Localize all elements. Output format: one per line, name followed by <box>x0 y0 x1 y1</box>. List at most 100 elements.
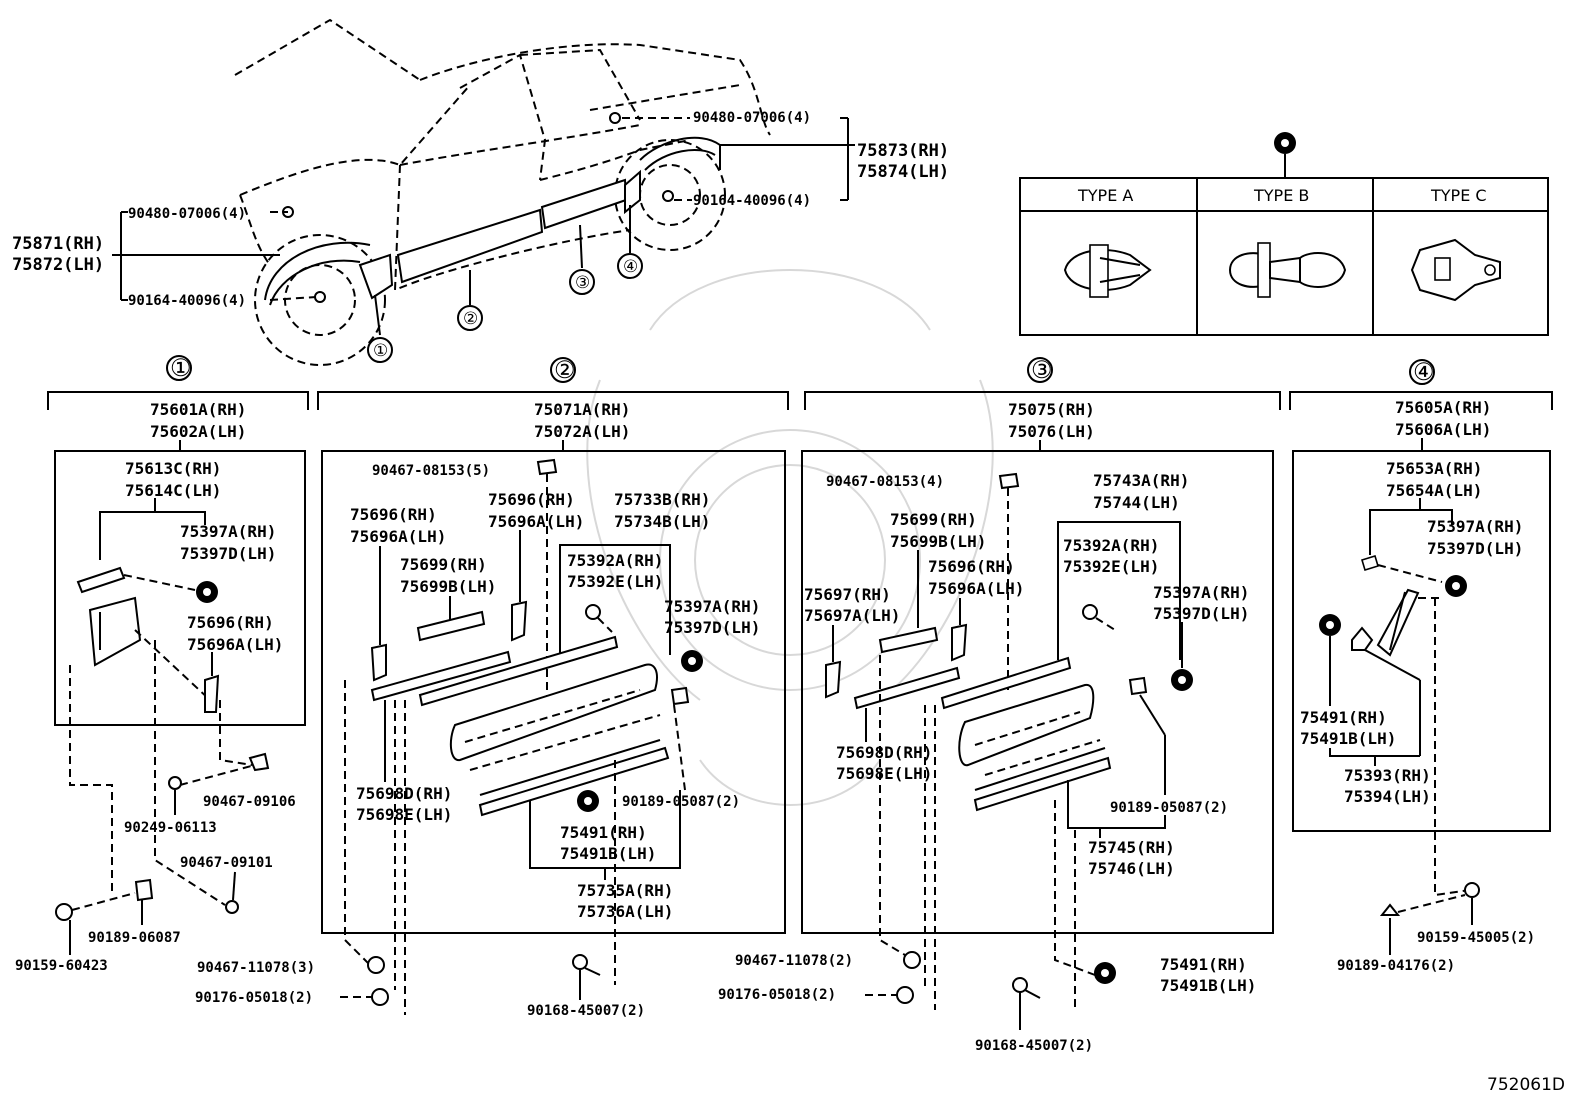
s3-f3: 90168-45007(2) <box>975 1038 1093 1054</box>
s2-clip3-rh: 75397A(RH) <box>664 597 760 616</box>
s3-mold-lh: 75698E(LH) <box>836 764 932 783</box>
section-1-marker: ① <box>170 354 192 382</box>
rear-liner-rh-label: 75873(RH) <box>857 141 949 161</box>
s1-clip-rh: 75397A(RH) <box>180 522 276 541</box>
s4-pad-lh: 75394(LH) <box>1344 787 1431 806</box>
s3-pad-lh: 75696A(LH) <box>928 579 1024 598</box>
s3-lower-lh: 75746(LH) <box>1088 859 1175 878</box>
front-liner-screw-label: 90164-40096(4) <box>128 293 246 309</box>
type-table: TYPE A TYPE B TYPE C <box>1019 132 1549 336</box>
s3-clip2-lh: 75392E(LH) <box>1063 557 1159 576</box>
s2-tape-rh: 75699(RH) <box>400 555 487 574</box>
s1-pad-lh: 75696A(LH) <box>187 635 283 654</box>
type-b-clip-drawing <box>1228 242 1347 298</box>
s3-head-lh: 75076(LH) <box>1008 422 1095 441</box>
callout-3: ③ <box>575 273 590 293</box>
s2-head-rh: 75071A(RH) <box>534 400 630 419</box>
s2-lower-rh: 75735A(RH) <box>577 881 673 900</box>
s2-mold-lh: 75698E(LH) <box>356 805 452 824</box>
s4-pad-rh: 75393(RH) <box>1344 766 1431 785</box>
front-liner-lh-label: 75872(LH) <box>12 255 104 275</box>
s3-clip2-rh: 75392A(RH) <box>1063 536 1159 555</box>
type-c-header: TYPE C <box>1430 186 1487 205</box>
type-a-header: TYPE A <box>1077 186 1133 205</box>
s3-mold-rh: 75698D(RH) <box>836 743 932 762</box>
s2-clip2-rh: 75392A(RH) <box>567 551 663 570</box>
s3-clip4-lh: 75491B(LH) <box>1160 976 1256 995</box>
s1-clip-lh: 75397D(LH) <box>180 544 276 563</box>
s1-p5: 90159-60423 <box>15 958 108 974</box>
s2-tape-lh: 75699B(LH) <box>400 577 496 596</box>
callout-2: ② <box>463 309 478 329</box>
s3-pad2-lh: 75697A(LH) <box>804 606 900 625</box>
section-1: 75601A(RH) 75602A(LH) 75613C(RH) 75614C(… <box>15 400 306 974</box>
section-3: 75075(RH) 75076(LH) 90467-08153(4) 75743… <box>718 400 1274 1054</box>
rear-liner-screw-label: 90164-40096(4) <box>693 193 811 209</box>
s1-head-rh: 75601A(RH) <box>150 400 246 419</box>
s3-strip-rh: 75743A(RH) <box>1093 471 1189 490</box>
front-liner-rh-label: 75871(RH) <box>12 234 104 254</box>
s3-tape-rh: 75699(RH) <box>890 510 977 529</box>
section-2-marker: ② <box>554 356 576 384</box>
s3-clip4-rh: 75491(RH) <box>1160 955 1247 974</box>
s3-pad-rh: 75696(RH) <box>928 557 1015 576</box>
s2-f2: 90176-05018(2) <box>195 990 313 1006</box>
s3-clip3-rh: 75397A(RH) <box>1153 583 1249 602</box>
car-overview <box>234 18 771 366</box>
s2-clip-top: 90467-08153(5) <box>372 463 490 479</box>
s4-clip2-rh: 75491(RH) <box>1300 708 1387 727</box>
s3-pad2-rh: 75697(RH) <box>804 585 891 604</box>
s2-pad-b-lh: 75696A(LH) <box>488 512 584 531</box>
s2-nut: 90189-05087(2) <box>622 794 740 810</box>
s4-mold-rh: 75653A(RH) <box>1386 459 1482 478</box>
s3-head-rh: 75075(RH) <box>1008 400 1095 419</box>
s2-pad-a-lh: 75696A(LH) <box>350 527 446 546</box>
s1-p3: 90467-09101 <box>180 855 273 871</box>
section-4-marker: ④ <box>1413 358 1435 386</box>
front-fender-clip-label: 90480-07006(4) <box>128 206 246 222</box>
s1-mold-rh: 75613C(RH) <box>125 459 221 478</box>
s2-pad-a-rh: 75696(RH) <box>350 505 437 524</box>
section-3-marker: ③ <box>1031 356 1053 384</box>
s2-clip3-lh: 75397D(LH) <box>664 618 760 637</box>
s4-clip2-lh: 75491B(LH) <box>1300 729 1396 748</box>
s2-lower-lh: 75736A(LH) <box>577 902 673 921</box>
rear-fender-clip-label: 90480-07006(4) <box>693 110 811 126</box>
s2-clip4-lh: 75491B(LH) <box>560 844 656 863</box>
s4-head-rh: 75605A(RH) <box>1395 398 1491 417</box>
s2-clip4-rh: 75491(RH) <box>560 823 647 842</box>
s3-clip-top: 90467-08153(4) <box>826 474 944 490</box>
s4-f1: 90159-45005(2) <box>1417 930 1535 946</box>
s3-lower-rh: 75745(RH) <box>1088 838 1175 857</box>
s1-p2: 90249-06113 <box>124 820 217 836</box>
s2-pad-b-rh: 75696(RH) <box>488 490 575 509</box>
s2-f1: 90467-11078(3) <box>197 960 315 976</box>
s3-f1: 90467-11078(2) <box>735 953 853 969</box>
s4-clip-lh: 75397D(LH) <box>1427 539 1523 558</box>
s3-tape-lh: 75699B(LH) <box>890 532 986 551</box>
s2-f3: 90168-45007(2) <box>527 1003 645 1019</box>
section-4: 75605A(RH) 75606A(LH) 75653A(RH) 75654A(… <box>1292 398 1551 974</box>
s4-mold-lh: 75654A(LH) <box>1386 481 1482 500</box>
callout-1: ① <box>373 341 388 361</box>
type-c-clip-drawing <box>1410 238 1501 302</box>
s3-clip3-lh: 75397D(LH) <box>1153 604 1249 623</box>
s3-nut: 90189-05087(2) <box>1110 800 1228 816</box>
s3-f2: 90176-05018(2) <box>718 987 836 1003</box>
s1-p1: 90467-09106 <box>203 794 296 810</box>
s3-strip-lh: 75744(LH) <box>1093 493 1180 512</box>
car-labels: 90480-07006(4) 75871(RH) 75872(LH) 90164… <box>12 110 949 363</box>
rear-liner-lh-label: 75874(LH) <box>857 162 949 182</box>
s2-head-lh: 75072A(LH) <box>534 422 630 441</box>
s1-head-lh: 75602A(LH) <box>150 422 246 441</box>
s2-clip2-lh: 75392E(LH) <box>567 572 663 591</box>
diagram-code: 752061D <box>1487 1075 1565 1095</box>
s4-head-lh: 75606A(LH) <box>1395 420 1491 439</box>
section-headers: ① ② ③ ④ <box>47 354 1553 410</box>
type-b-header: TYPE B <box>1253 186 1309 205</box>
s4-clip-rh: 75397A(RH) <box>1427 517 1523 536</box>
type-a-clip-drawing <box>1063 244 1152 298</box>
s1-p4: 90189-06087 <box>88 930 181 946</box>
watermark-logo <box>586 269 994 806</box>
